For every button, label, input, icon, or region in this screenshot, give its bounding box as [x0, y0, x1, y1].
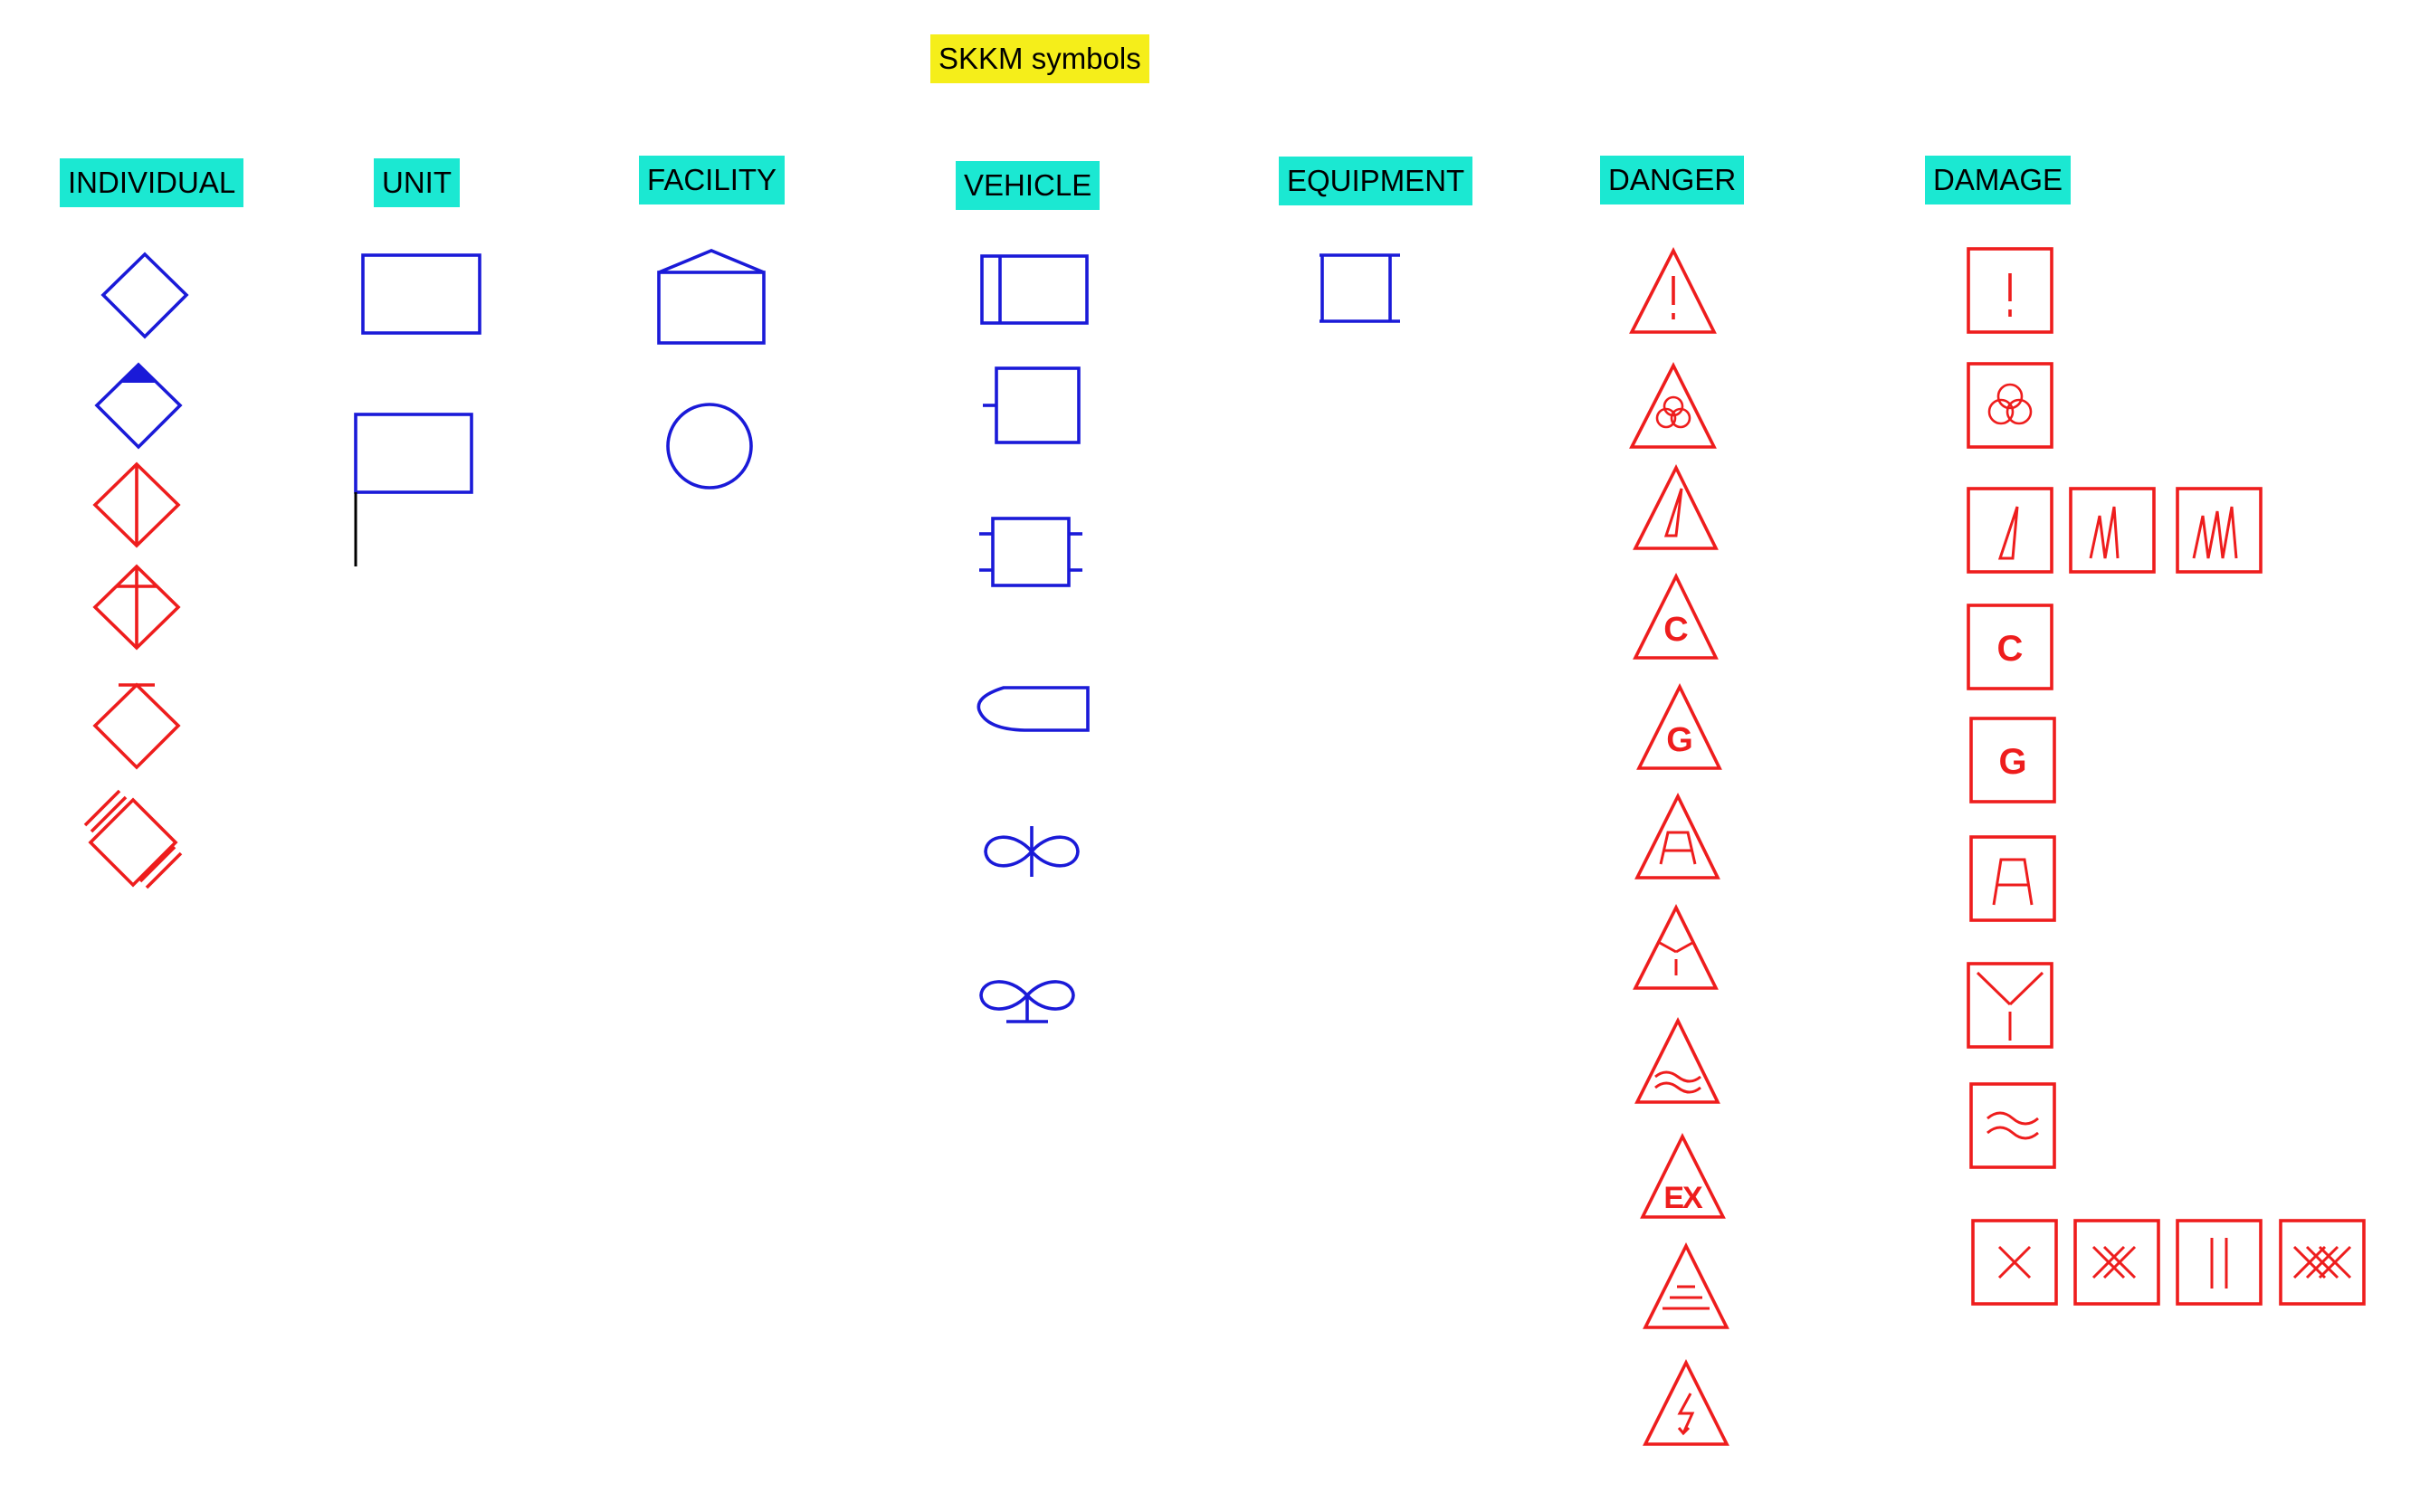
damage-gas-letter: G — [1998, 742, 2026, 782]
danger-explosive-symbol: EX — [1640, 1132, 1726, 1219]
danger-gas-symbol: G — [1636, 682, 1722, 770]
header-individual: INDIVIDUAL — [60, 158, 244, 207]
damage-chemical-symbol: C — [1967, 604, 2053, 690]
danger-flood-symbol — [1643, 1241, 1729, 1329]
danger-electric-symbol — [1643, 1358, 1729, 1446]
danger-water-symbol — [1634, 1016, 1720, 1104]
equipment-symbol — [1320, 253, 1400, 323]
diagram-title: SKKM symbols — [930, 34, 1149, 83]
danger-general-symbol — [1629, 247, 1717, 334]
header-unit: UNIT — [374, 158, 460, 207]
danger-chemical-letter: C — [1663, 611, 1688, 649]
damage-destroyed-medium-symbol — [2073, 1219, 2160, 1306]
header-vehicle: VEHICLE — [956, 161, 1100, 210]
damage-gas-symbol: G — [1969, 717, 2056, 804]
header-danger: DANGER — [1600, 156, 1745, 204]
vehicle-helicopter-symbol — [984, 826, 1080, 877]
individual-diamond-rails-symbol — [83, 789, 183, 889]
danger-gas-letter: G — [1666, 721, 1693, 759]
individual-diamond-cross-symbol — [92, 564, 181, 651]
facility-house-symbol — [657, 249, 766, 345]
vehicle-boat-symbol — [977, 686, 1090, 732]
damage-fire-heavy-symbol — [2176, 487, 2263, 574]
damage-fire-medium-symbol — [2069, 487, 2156, 574]
danger-fire-symbol — [1633, 463, 1719, 550]
damage-chemical-letter: C — [1997, 629, 2024, 669]
individual-diamond-split-symbol — [92, 461, 181, 548]
danger-radiation-symbol — [1633, 903, 1719, 990]
vehicle-rail-symbol — [979, 517, 1082, 587]
damage-water-symbol — [1969, 1082, 2056, 1169]
damage-fire-light-symbol — [1967, 487, 2053, 574]
damage-destroyed-light-symbol — [1971, 1219, 2058, 1306]
unit-rectangle-symbol — [361, 253, 481, 335]
individual-diamond-bar-symbol — [92, 682, 181, 770]
danger-explosive-letters: EX — [1663, 1181, 1703, 1215]
damage-collapse-symbol — [1969, 835, 2056, 922]
damage-barrier-symbol — [2176, 1219, 2263, 1306]
danger-biohazard-symbol — [1629, 362, 1717, 449]
damage-general-symbol — [1967, 247, 2053, 334]
damage-radiation-symbol — [1967, 962, 2053, 1049]
damage-biohazard-symbol — [1967, 362, 2053, 449]
damage-destroyed-heavy-symbol — [2279, 1219, 2366, 1306]
header-damage: DAMAGE — [1925, 156, 2072, 204]
danger-chemical-symbol: C — [1633, 572, 1719, 660]
vehicle-towed-symbol — [983, 366, 1081, 444]
vehicle-wheeled-symbol — [980, 254, 1089, 325]
unit-flag-symbol — [354, 413, 473, 566]
header-equipment: EQUIPMENT — [1279, 157, 1473, 205]
individual-diamond-symbol — [100, 252, 189, 339]
header-facility: FACILITY — [639, 156, 786, 204]
vehicle-helicopter-ground-symbol — [979, 980, 1075, 1023]
facility-circle-symbol — [666, 403, 753, 490]
individual-diamond-leader-symbol — [94, 362, 183, 450]
danger-collapse-symbol — [1634, 792, 1720, 880]
